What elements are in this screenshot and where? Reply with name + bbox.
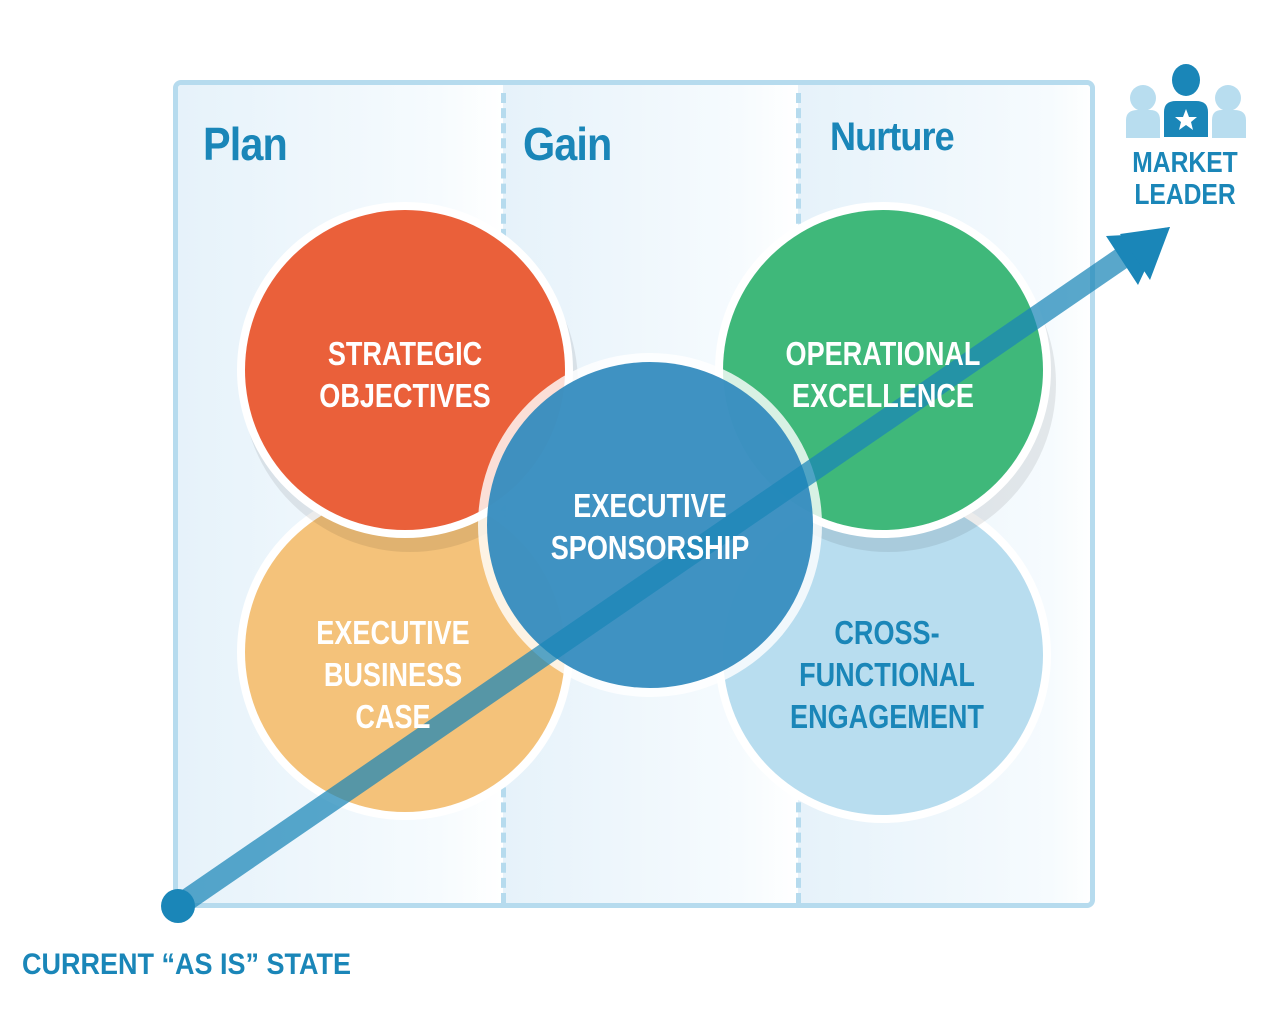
label-line: BUSINESS <box>323 656 463 693</box>
phase-label-gain: Gain <box>523 118 612 170</box>
label-line: EXECUTIVE <box>316 614 470 651</box>
circle-label-cross-functional-engagement: CROSS- FUNCTIONAL ENGAGEMENT <box>764 612 1010 738</box>
market-leader-people-icon <box>1126 64 1246 139</box>
circle-label-operational-excellence: OPERATIONAL EXCELLENCE <box>760 333 1006 417</box>
phase-label-nurture: Nurture <box>830 115 955 159</box>
circle-executive-sponsorship <box>478 353 822 697</box>
label-line: EXECUTIVE <box>573 487 727 524</box>
circle-label-strategic-objectives: STRATEGIC OBJECTIVES <box>282 333 528 417</box>
phase-label-plan: Plan <box>203 118 288 170</box>
label-line: ENGAGEMENT <box>790 698 984 735</box>
label-line: EXCELLENCE <box>792 377 974 414</box>
label-line: CROSS- <box>834 614 940 651</box>
market-leader-label: MARKET LEADER <box>1121 147 1249 211</box>
label-line: CASE <box>355 698 431 735</box>
label-line: FUNCTIONAL <box>799 656 975 693</box>
label-line: LEADER <box>1134 179 1236 211</box>
label-line: SPONSORSHIP <box>550 529 750 566</box>
label-line: OBJECTIVES <box>319 377 491 414</box>
label-line: STRATEGIC <box>327 335 483 372</box>
progress-arrow <box>161 227 1170 923</box>
circle-label-executive-business-case: EXECUTIVE BUSINESS CASE <box>270 612 516 738</box>
current-state-label: CURRENT “AS IS” STATE <box>22 948 352 981</box>
label-line: MARKET <box>1132 147 1238 179</box>
label-line: OPERATIONAL <box>785 335 981 372</box>
circle-label-executive-sponsorship: EXECUTIVE SPONSORSHIP <box>527 485 773 569</box>
